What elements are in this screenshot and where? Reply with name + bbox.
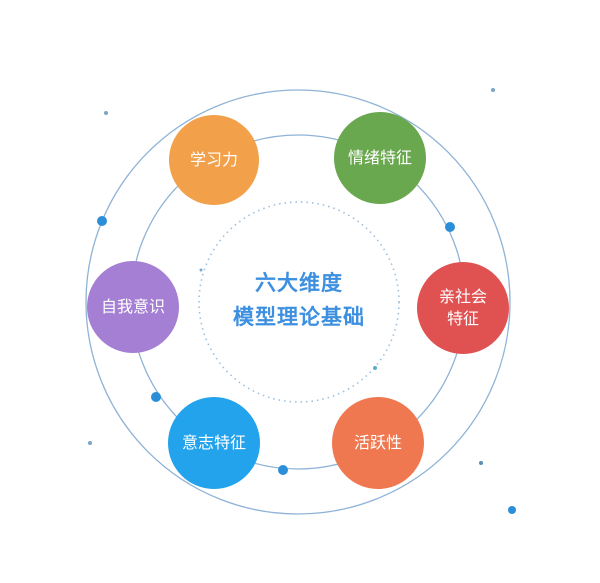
node-label: 自我意识 xyxy=(100,297,165,316)
node-label-line2: 特征 xyxy=(446,309,479,328)
accent-dot xyxy=(373,366,377,370)
dotted-center-ring xyxy=(198,201,400,403)
node-prosocial: 亲社会特征 xyxy=(417,262,509,354)
center-title-line1: 六大维度 xyxy=(255,271,343,295)
outer-ring xyxy=(85,89,511,515)
center-title-line2: 模型理论基础 xyxy=(233,305,365,329)
accent-dot xyxy=(491,88,495,92)
node-activity: 活跃性 xyxy=(332,397,424,489)
node-label: 学习力 xyxy=(189,150,238,169)
node-will: 意志特征 xyxy=(168,397,260,489)
accent-dots xyxy=(88,88,516,514)
node-label: 活跃性 xyxy=(353,433,402,452)
node-label: 亲社会 xyxy=(438,287,487,306)
accent-dot xyxy=(278,465,288,475)
accent-dot xyxy=(88,441,92,445)
accent-dot xyxy=(508,506,516,514)
node-label: 情绪特征 xyxy=(347,148,412,167)
accent-dot xyxy=(199,268,203,272)
node-learning: 学习力 xyxy=(169,115,259,205)
accent-dot xyxy=(151,392,161,402)
accent-dot xyxy=(479,461,483,465)
node-self-awareness: 自我意识 xyxy=(87,261,179,353)
accent-dot xyxy=(104,111,108,115)
node-label: 意志特征 xyxy=(181,433,246,452)
node-emotion: 情绪特征 xyxy=(334,112,426,204)
accent-dot xyxy=(445,222,455,232)
center-title: 六大维度 模型理论基础 xyxy=(199,266,399,334)
accent-dot xyxy=(97,216,107,226)
